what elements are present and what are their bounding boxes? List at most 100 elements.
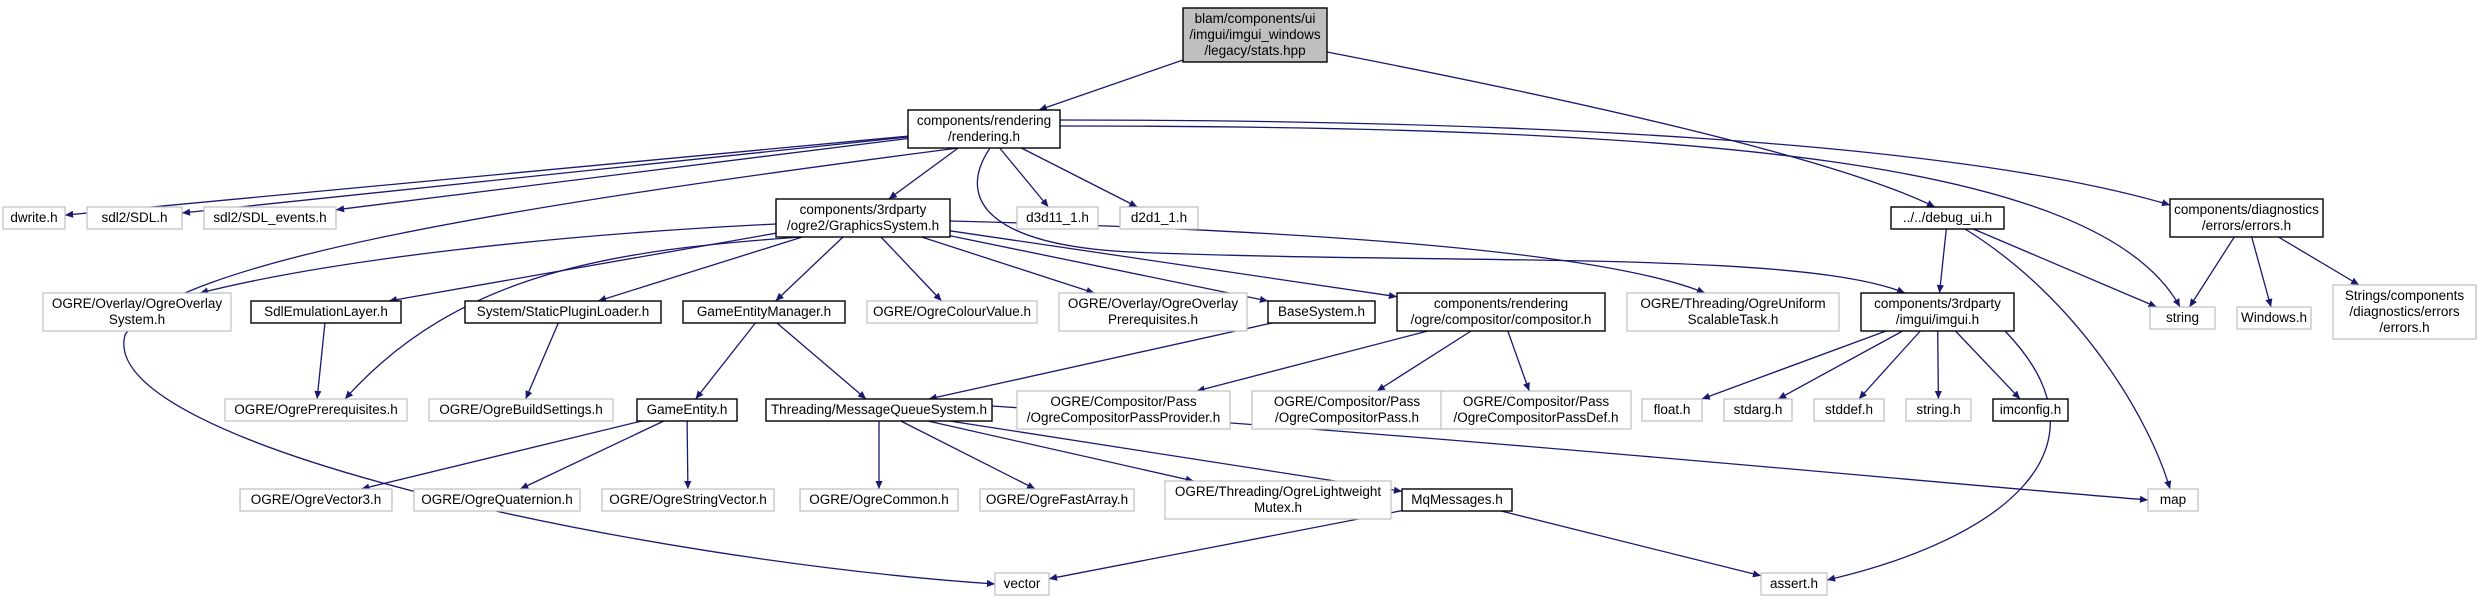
node-colour-value: OGRE/OgreColourValue.h (866, 300, 1038, 324)
node-box (1182, 7, 1328, 63)
node-box (1016, 390, 1231, 430)
node-box (2147, 488, 2199, 512)
node-label-line: System/StaticPluginLoader.h (477, 304, 650, 319)
node-box (464, 300, 662, 324)
node-box (2236, 306, 2312, 330)
node-label-line: string.h (1916, 402, 1960, 417)
node-entity-manager[interactable]: GameEntityManager.h (682, 300, 846, 324)
edge-imgui-to-stdarg (1777, 330, 1904, 400)
node-sdl-emulation[interactable]: SdlEmulationLayer.h (250, 300, 402, 324)
node-errors[interactable]: components/diagnostics/errors/errors.h (2169, 198, 2324, 238)
node-root[interactable]: blam/components/ui/imgui/imgui_windows/l… (1182, 7, 1328, 63)
edge-rendering-to-d2d1 (1021, 147, 1138, 208)
node-graphics-system[interactable]: components/3rdparty/ogre2/GraphicsSystem… (775, 198, 951, 238)
node-label-line: d3d11_1.h (1026, 210, 1089, 225)
node-label-line: /ogre2/GraphicsSystem.h (787, 218, 939, 233)
edge-debug_ui-to-imgui (1936, 228, 1947, 294)
node-compositor[interactable]: components/rendering/ogre/compositor/com… (1396, 292, 1606, 332)
node-label-line: /errors.h (2379, 320, 2429, 335)
node-mq-system[interactable]: Threading/MessageQueueSystem.h (765, 398, 993, 422)
node-windows: Windows.h (2236, 306, 2312, 330)
node-label-line: Mutex.h (1254, 500, 1302, 515)
node-game-entity[interactable]: GameEntity.h (636, 398, 738, 422)
node-label-line: OGRE/OgreVector3.h (251, 492, 382, 507)
edge-compositor-to-pass_provider (1196, 330, 1428, 393)
node-imconfig[interactable]: imconfig.h (1992, 398, 2069, 422)
edge-sdl_emulation-to-ogre_prereq (314, 322, 326, 400)
node-box (1992, 398, 2069, 422)
node-box (1401, 488, 1513, 512)
node-label-line: ScalableTask.h (1688, 312, 1779, 327)
node-box (428, 398, 614, 422)
node-fast-array: OGRE/OgreFastArray.h (979, 488, 1135, 512)
node-label-line: sdl2/SDL.h (101, 210, 167, 225)
edge-base_system-to-mq_system (928, 322, 1272, 401)
edge-graphics_system-to-entity_manager (775, 236, 844, 302)
node-label-line: /ogre/compositor/compositor.h (1411, 312, 1592, 327)
node-box (203, 206, 337, 230)
edge-root-to-rendering (1038, 59, 1184, 111)
node-box (601, 488, 775, 512)
node-label-line: components/rendering (1434, 296, 1568, 311)
node-label-line: OGRE/Threading/OgreUniform (1640, 296, 1825, 311)
node-label-line: /OgreCompositorPass.h (1275, 410, 1419, 425)
node-box (1641, 398, 1703, 422)
node-box (42, 292, 232, 332)
node-base-system[interactable]: BaseSystem.h (1267, 300, 1376, 324)
dependency-edges (64, 51, 2360, 588)
node-label-line: /OgreCompositorPassDef.h (1453, 410, 1618, 425)
node-box (1016, 206, 1099, 230)
edge-graphics_system-to-ogre_prereq (344, 236, 801, 400)
edge-imgui-to-imconfig (1955, 330, 2021, 400)
node-label-line: OGRE/OgreFastArray.h (986, 492, 1128, 507)
node-rendering[interactable]: components/rendering/rendering.h (907, 109, 1061, 149)
edge-game_entity-to-string_vector (684, 420, 692, 490)
edge-mq_system-to-lightweight_mutex (927, 420, 1194, 483)
node-imgui[interactable]: components/3rdparty/imgui/imgui.h (1860, 292, 2015, 332)
node-box (1119, 206, 1199, 230)
node-label-line: string (2166, 310, 2199, 325)
node-label-line: /errors/errors.h (2202, 218, 2291, 233)
node-label-line: OGRE/OgrePrerequisites.h (234, 402, 398, 417)
edge-rendering-to-graphics_system (888, 147, 959, 200)
edge-mq_system-to-mq_messages (949, 420, 1403, 494)
edge-errors-to-windows (2251, 236, 2273, 308)
node-label-line: /imgui/imgui_windows (1189, 27, 1321, 42)
edge-graphics_system-to-base_system (949, 235, 1269, 303)
node-label-line: /OgreCompositorPassProvider.h (1027, 410, 1221, 425)
node-box (765, 398, 993, 422)
node-label-line: OGRE/Overlay/OgreOverlay (52, 296, 223, 311)
node-static-plugin[interactable]: System/StaticPluginLoader.h (464, 300, 662, 324)
edge-rendering-to-d3d11 (999, 147, 1049, 208)
node-vector: vector (994, 572, 1050, 596)
node-debug-ui[interactable]: ../../debug_ui.h (1890, 206, 2005, 230)
node-box (2149, 306, 2216, 330)
edge-game_entity-to-vector3 (361, 420, 642, 491)
node-float: float.h (1641, 398, 1703, 422)
node-mq-messages[interactable]: MqMessages.h (1401, 488, 1513, 512)
node-string-h: string.h (1905, 398, 1972, 422)
edge-entity_manager-to-game_entity (695, 322, 756, 400)
node-label-line: components/3rdparty (1874, 296, 2001, 311)
node-label-line: OGRE/OgreStringVector.h (609, 492, 767, 507)
edge-imgui-to-stddef (1858, 330, 1921, 400)
node-dwrite: dwrite.h (2, 206, 66, 230)
node-sdl-events: sdl2/SDL_events.h (203, 206, 337, 230)
node-label-line: OGRE/Compositor/Pass (1274, 394, 1421, 409)
node-pass-provider: OGRE/Compositor/Pass/OgreCompositorPassP… (1016, 390, 1231, 430)
edge-compositor-to-pass_def (1507, 330, 1530, 392)
edge-rendering-to-sdl (181, 136, 909, 216)
node-label-line: components/3rdparty (800, 202, 927, 217)
node-label-line: Prerequisites.h (1108, 312, 1198, 327)
node-strings-errors: Strings/components/diagnostics/errors/er… (2332, 284, 2477, 340)
node-label-line: d2d1_1.h (1131, 210, 1187, 225)
node-vector3: OGRE/OgreVector3.h (239, 488, 393, 512)
node-box (799, 488, 959, 512)
node-box (2169, 198, 2324, 238)
node-label-line: OGRE/Threading/OgreLightweight (1175, 484, 1382, 499)
node-build-settings: OGRE/OgreBuildSettings.h (428, 398, 614, 422)
node-sdl: sdl2/SDL.h (86, 206, 183, 230)
node-label-line: vector (1004, 576, 1041, 591)
